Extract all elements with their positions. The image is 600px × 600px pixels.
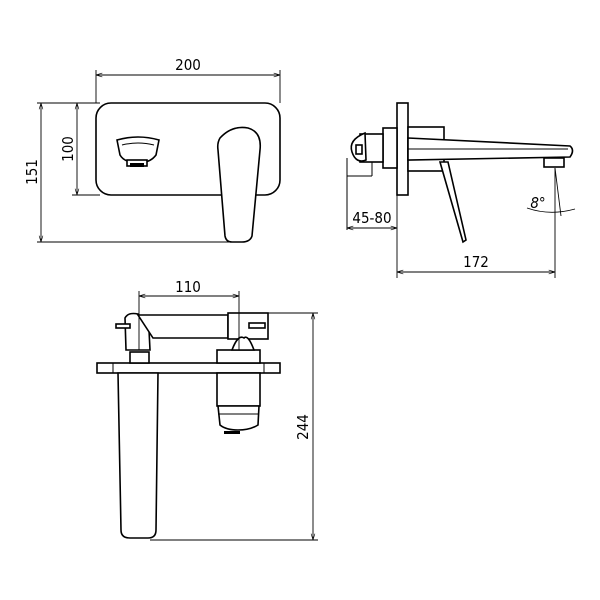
dimension-100: 100 xyxy=(37,102,100,196)
valve-stem xyxy=(230,336,256,351)
cartridge xyxy=(217,405,260,431)
dim-label-151: 151 xyxy=(23,159,41,185)
connecting-pipe xyxy=(136,314,229,339)
dimension-151: 151 xyxy=(23,103,240,243)
dim-label-244: 244 xyxy=(294,414,312,440)
dimension-172: 172 xyxy=(397,168,556,278)
dim-label-200: 200 xyxy=(175,56,201,74)
side-view: 45-80 172 8° xyxy=(346,102,576,278)
dimension-angle: 8° xyxy=(526,167,576,217)
top-view: 110 244 xyxy=(96,278,318,541)
lever-handle xyxy=(216,126,262,243)
front-view: 200 100 151 xyxy=(23,56,281,243)
valve-body xyxy=(216,372,261,407)
dim-label-angle: 8° xyxy=(530,194,545,212)
side-diverter xyxy=(346,131,384,230)
dimension-110: 110 xyxy=(138,278,240,350)
dim-label-100: 100 xyxy=(59,136,77,162)
top-spout xyxy=(117,372,159,539)
side-lever xyxy=(438,161,467,244)
top-wall-plate xyxy=(96,362,281,374)
dimension-200: 200 xyxy=(95,56,281,103)
diverter-stem xyxy=(129,351,150,364)
dimension-244: 244 xyxy=(150,312,318,541)
dim-label-172: 172 xyxy=(463,253,489,271)
dim-label-45-80: 45-80 xyxy=(352,209,391,227)
side-body xyxy=(382,127,398,169)
diverter-knob xyxy=(116,136,160,167)
side-wall-plate xyxy=(396,102,409,196)
aerator xyxy=(543,157,565,168)
dimension-45-80: 45-80 xyxy=(347,195,398,278)
dim-label-110: 110 xyxy=(175,278,201,296)
valve-collar xyxy=(216,349,261,364)
